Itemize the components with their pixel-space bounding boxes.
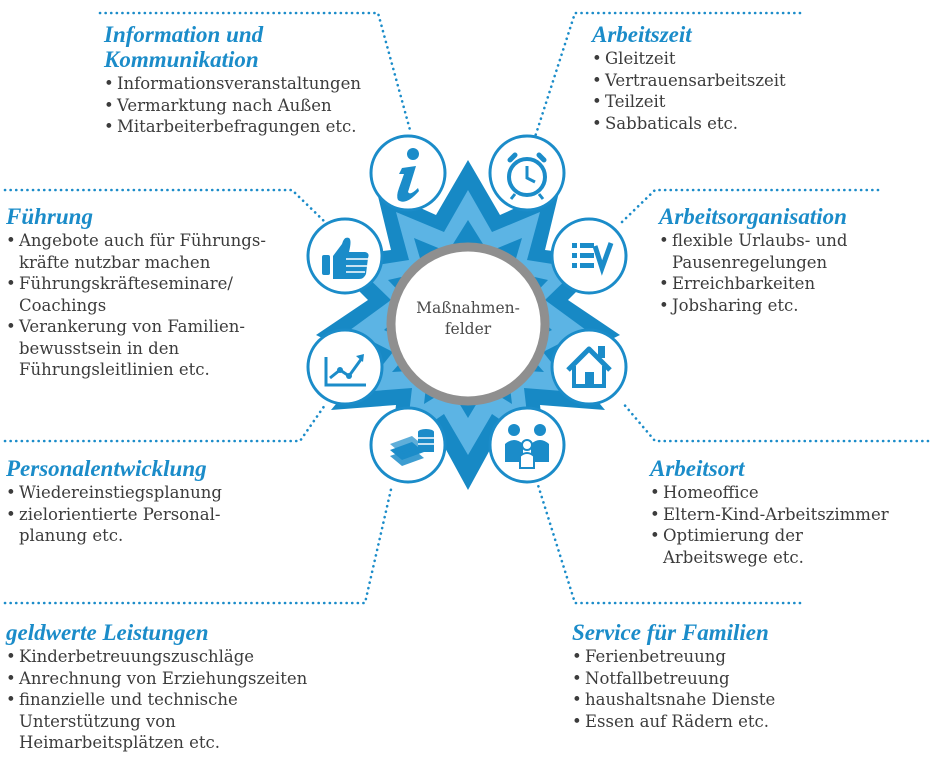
growth-chart-icon bbox=[306, 328, 384, 406]
arbeitsorganisation-list: flexible Urlaubs- und PausenregelungenEr… bbox=[659, 230, 847, 316]
list-item: Führungskräfteseminare/ Coachings bbox=[6, 273, 266, 316]
information-list: InformationsveranstaltungenVermarktung n… bbox=[104, 73, 361, 138]
list-item: zielorientierte Personal- planung etc. bbox=[6, 504, 222, 547]
list-item: flexible Urlaubs- und Pausenregelungen bbox=[659, 230, 847, 273]
connector-fuehrung bbox=[3, 188, 327, 224]
fuehrung-list: Angebote auch für Führungs- kräfte nutzb… bbox=[6, 230, 266, 381]
list-item: Optimierung der Arbeitswege etc. bbox=[650, 525, 889, 568]
list-item: Notfallbetreuung bbox=[572, 668, 775, 690]
block-service: Service für FamilienFerienbetreuungNotfa… bbox=[572, 620, 775, 732]
connector-personalentwicklung bbox=[3, 403, 327, 443]
list-item: Vertrauensarbeitszeit bbox=[592, 70, 786, 92]
service-title: Service für Familien bbox=[572, 620, 769, 645]
service-list: FerienbetreuungNotfallbetreuunghaushalts… bbox=[572, 646, 775, 732]
family-icon bbox=[488, 406, 566, 484]
block-arbeitsorganisation: Arbeitsorganisationflexible Urlaubs- und… bbox=[659, 204, 847, 316]
arbeitsort-title: Arbeitsort bbox=[650, 456, 745, 481]
connector-arbeitszeit bbox=[533, 11, 802, 139]
center-label: Maßnahmen- felder bbox=[398, 298, 538, 340]
center-label-text: Maßnahmen- felder bbox=[416, 299, 520, 338]
connector-service bbox=[536, 483, 802, 605]
list-item: Angebote auch für Führungs- kräfte nutzb… bbox=[6, 230, 266, 273]
list-item: Sabbaticals etc. bbox=[592, 113, 786, 135]
house-icon bbox=[550, 328, 628, 406]
list-item: Eltern-Kind-Arbeitszimmer bbox=[650, 504, 889, 526]
alarm-clock-icon bbox=[488, 134, 566, 212]
info-icon bbox=[369, 134, 447, 212]
list-item: Ferienbetreuung bbox=[572, 646, 775, 668]
block-personalentwicklung: PersonalentwicklungWiedereinstiegsplanun… bbox=[6, 456, 222, 547]
block-arbeitszeit: ArbeitszeitGleitzeitVertrauensarbeitszei… bbox=[592, 22, 786, 134]
connector-arbeitsort bbox=[620, 400, 930, 443]
list-item: Essen auf Rädern etc. bbox=[572, 711, 775, 733]
list-item: Wiedereinstiegsplanung bbox=[6, 482, 222, 504]
arbeitsort-list: HomeofficeEltern-Kind-ArbeitszimmerOptim… bbox=[650, 482, 889, 568]
list-item: haushaltsnahe Dienste bbox=[572, 689, 775, 711]
list-item: Jobsharing etc. bbox=[659, 295, 847, 317]
hub-ring bbox=[386, 242, 550, 406]
block-information: Information und KommunikationInformation… bbox=[104, 22, 361, 138]
connector-arbeitsorganisation bbox=[620, 188, 880, 224]
personalentwicklung-list: Wiedereinstiegsplanungzielorientierte Pe… bbox=[6, 482, 222, 547]
arbeitszeit-title: Arbeitszeit bbox=[592, 22, 692, 47]
list-item: Mitarbeiterbefragungen etc. bbox=[104, 116, 361, 138]
connector-information bbox=[98, 11, 412, 132]
fuehrung-title: Führung bbox=[6, 204, 93, 229]
arbeitsorganisation-title: Arbeitsorganisation bbox=[659, 204, 847, 229]
personalentwicklung-title: Personalentwicklung bbox=[6, 456, 207, 481]
geldwerte-title: geldwerte Leistungen bbox=[6, 620, 209, 645]
block-fuehrung: FührungAngebote auch für Führungs- kräft… bbox=[6, 204, 266, 381]
list-item: finanzielle und technische Unterstützung… bbox=[6, 689, 307, 754]
geldwerte-list: KinderbetreuungszuschlägeAnrechnung von … bbox=[6, 646, 307, 754]
information-title: Information und Kommunikation bbox=[104, 22, 264, 72]
list-item: Gleitzeit bbox=[592, 48, 786, 70]
list-item: Anrechnung von Erziehungszeiten bbox=[6, 668, 307, 690]
block-arbeitsort: ArbeitsortHomeofficeEltern-Kind-Arbeitsz… bbox=[650, 456, 889, 568]
thumbs-up-icon bbox=[306, 217, 384, 295]
list-item: Verankerung von Familien- bewusstsein in… bbox=[6, 316, 266, 381]
list-item: Vermarktung nach Außen bbox=[104, 95, 361, 117]
list-item: Erreichbarkeiten bbox=[659, 273, 847, 295]
money-stack-icon bbox=[369, 406, 447, 484]
list-item: Informationsveranstaltungen bbox=[104, 73, 361, 95]
list-item: Kinderbetreuungszuschläge bbox=[6, 646, 307, 668]
arbeitszeit-list: GleitzeitVertrauensarbeitszeitTeilzeitSa… bbox=[592, 48, 786, 134]
checklist-icon bbox=[550, 217, 628, 295]
list-item: Teilzeit bbox=[592, 91, 786, 113]
list-item: Homeoffice bbox=[650, 482, 889, 504]
block-geldwerte: geldwerte LeistungenKinderbetreuungszusc… bbox=[6, 620, 307, 754]
